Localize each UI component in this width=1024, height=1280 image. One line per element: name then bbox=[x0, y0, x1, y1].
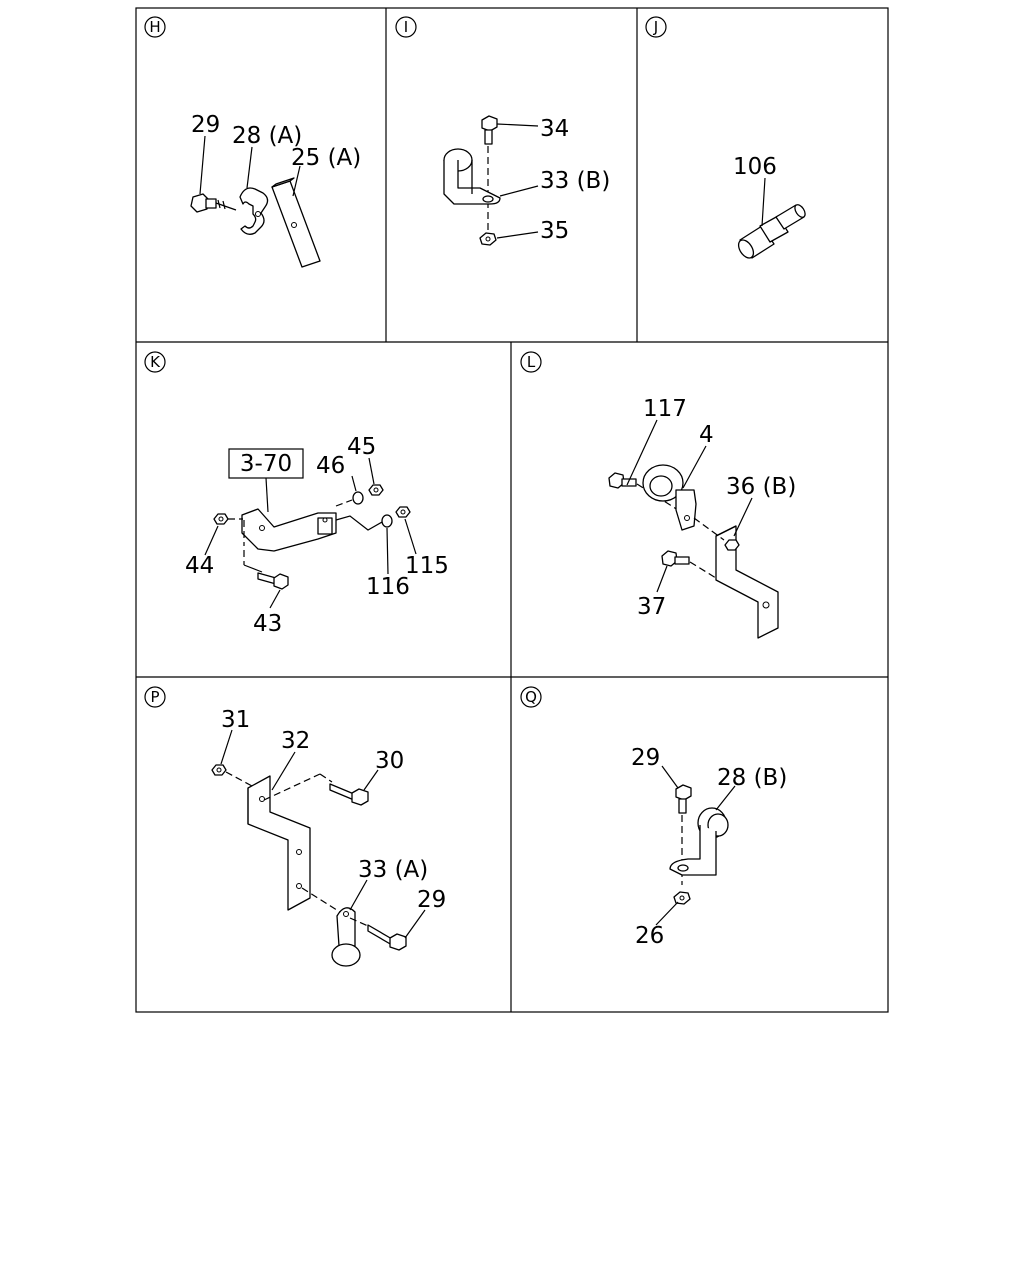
label-29-q: 29 bbox=[631, 745, 660, 771]
section-marker-k: K bbox=[144, 351, 166, 373]
section-marker-h: H bbox=[144, 16, 166, 38]
label-46: 46 bbox=[316, 453, 345, 479]
label-34: 34 bbox=[540, 116, 569, 142]
nut-115 bbox=[395, 506, 411, 518]
panel-h: H 29 28 (A) 25 (A) bbox=[144, 16, 361, 268]
label-37: 37 bbox=[637, 594, 666, 620]
label-30: 30 bbox=[375, 748, 404, 774]
nut-44 bbox=[213, 513, 243, 525]
bolt-34 bbox=[481, 115, 498, 232]
nut-26 bbox=[673, 891, 691, 905]
svg-text:P: P bbox=[150, 688, 159, 706]
label-115: 115 bbox=[405, 553, 449, 579]
label-33a: 33 (A) bbox=[358, 857, 428, 883]
label-43: 43 bbox=[253, 611, 282, 637]
washer-116 bbox=[335, 514, 393, 531]
section-marker-l: L bbox=[520, 351, 542, 373]
svg-text:J: J bbox=[653, 18, 658, 36]
label-106: 106 bbox=[733, 154, 777, 180]
panel-grid bbox=[135, 7, 889, 1013]
label-117: 117 bbox=[643, 396, 687, 422]
panel-k: K 3-70 bbox=[144, 351, 449, 637]
label-4: 4 bbox=[699, 422, 714, 448]
svg-text:H: H bbox=[149, 18, 160, 36]
nut-31 bbox=[211, 764, 253, 787]
panel-l: L 117 bbox=[520, 351, 796, 639]
bolt-30 bbox=[319, 773, 369, 806]
ref-box-3-70: 3-70 bbox=[228, 448, 304, 479]
panel-q: Q 29 28 (B) 26 bbox=[520, 686, 787, 949]
clamp-4 bbox=[642, 464, 697, 531]
panel-p: P bbox=[144, 686, 446, 967]
clamp-28b bbox=[669, 807, 729, 876]
label-44: 44 bbox=[185, 553, 214, 579]
bracket-32 bbox=[247, 773, 321, 911]
plate-25a bbox=[271, 177, 321, 268]
nut-35 bbox=[479, 232, 497, 246]
label-45: 45 bbox=[347, 434, 376, 460]
label-35: 35 bbox=[540, 218, 569, 244]
section-marker-q: Q bbox=[520, 686, 542, 708]
label-116: 116 bbox=[366, 574, 410, 600]
label-29-p: 29 bbox=[417, 887, 446, 913]
section-marker-j: J bbox=[645, 16, 667, 38]
label-31: 31 bbox=[221, 707, 250, 733]
section-marker-p: P bbox=[144, 686, 166, 708]
bolt-37 bbox=[661, 550, 717, 579]
label-26: 26 bbox=[635, 923, 664, 949]
fitting-106 bbox=[737, 204, 806, 259]
label-36b: 36 (B) bbox=[726, 474, 796, 500]
label-28b: 28 (B) bbox=[717, 765, 787, 791]
bolt-43 bbox=[243, 550, 289, 590]
svg-text:Q: Q bbox=[525, 688, 537, 706]
bolt-29 bbox=[190, 193, 237, 213]
section-marker-i: I bbox=[395, 16, 417, 38]
bracket-36b bbox=[693, 517, 779, 639]
clip-33b bbox=[443, 148, 501, 205]
bracket-3-70 bbox=[241, 508, 337, 552]
washer-46 bbox=[335, 491, 364, 507]
nut-45 bbox=[368, 484, 384, 496]
svg-text:3-70: 3-70 bbox=[240, 451, 292, 477]
clip-28a bbox=[239, 187, 269, 235]
svg-text:L: L bbox=[527, 353, 536, 371]
svg-text:K: K bbox=[150, 353, 161, 371]
label-25a: 25 (A) bbox=[291, 145, 361, 171]
label-32: 32 bbox=[281, 728, 310, 754]
clamp-33a bbox=[301, 887, 407, 967]
panel-i: I 34 33 (B) 35 bbox=[395, 16, 610, 246]
label-28a: 28 (A) bbox=[232, 123, 302, 149]
label-33b: 33 (B) bbox=[540, 168, 610, 194]
label-29: 29 bbox=[191, 112, 220, 138]
svg-text:I: I bbox=[404, 18, 408, 36]
panel-j: J 106 bbox=[645, 16, 806, 259]
